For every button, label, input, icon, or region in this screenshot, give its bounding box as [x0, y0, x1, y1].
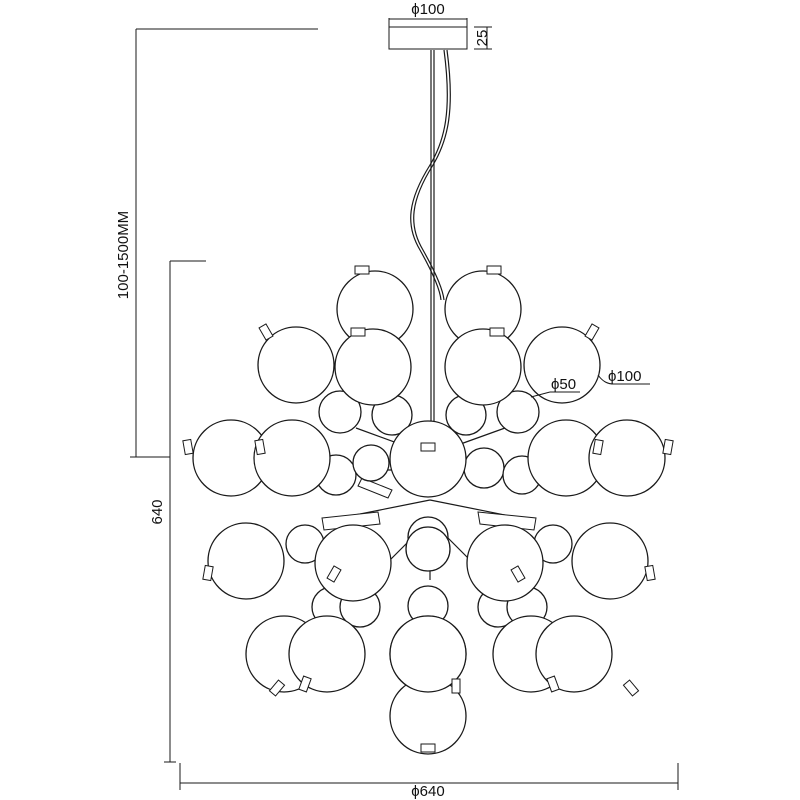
socket-cap — [258, 323, 274, 341]
small-globe — [352, 444, 390, 482]
overall-diameter-label: ϕ640 — [411, 783, 444, 800]
large-globe — [389, 615, 467, 693]
suspension-cable — [410, 49, 451, 425]
large-globe — [523, 326, 601, 404]
socket-cap — [662, 438, 674, 456]
socket-cap — [268, 679, 286, 697]
socket-cap — [326, 565, 342, 583]
socket-cap — [350, 327, 366, 337]
large-globe — [288, 615, 366, 693]
cable-length-dimension — [130, 28, 318, 458]
small-globe — [318, 390, 362, 434]
socket-cap — [182, 438, 194, 456]
large-globe — [444, 328, 522, 406]
large-globe — [257, 326, 335, 404]
socket-cap — [298, 675, 312, 693]
large-globe — [571, 522, 649, 600]
small-globe-callout — [530, 391, 580, 398]
globe-sockets — [182, 265, 674, 753]
small-globe — [496, 390, 540, 434]
large-globe — [535, 615, 613, 693]
socket-cap — [420, 442, 436, 452]
small-globe — [463, 447, 505, 489]
socket-cap — [592, 438, 604, 456]
small-globe — [405, 526, 451, 572]
large-globe — [334, 328, 412, 406]
socket-cap — [254, 438, 266, 456]
large-globe — [389, 420, 467, 498]
large-globe — [588, 419, 666, 497]
large-globe — [466, 524, 544, 602]
socket-cap — [489, 327, 505, 337]
cable-length-label: 100-1500MM — [115, 211, 132, 299]
socket-cap — [510, 565, 526, 583]
ceiling-canopy — [388, 18, 492, 50]
body-height-label: 640 — [149, 499, 166, 524]
large-globe — [314, 524, 392, 602]
large-globe-diameter-label: ϕ100 — [608, 368, 641, 385]
canopy-diameter-label: ϕ100 — [411, 1, 444, 18]
socket-cap — [546, 675, 560, 693]
canopy-height-label: 25 — [474, 30, 491, 47]
socket-cap — [584, 323, 600, 341]
small-globe-diameter-label: ϕ50 — [551, 376, 576, 393]
socket-cap — [202, 564, 214, 582]
large-globe — [207, 522, 285, 600]
socket-cap — [354, 265, 370, 275]
overall-diameter-dimension — [179, 763, 679, 790]
socket-cap — [622, 679, 640, 697]
large-globe-callout — [597, 374, 650, 385]
body-height-dimension — [164, 260, 206, 763]
socket-cap — [451, 678, 461, 694]
socket-cap — [644, 564, 656, 582]
large-globe — [253, 419, 331, 497]
socket-cap — [486, 265, 502, 275]
socket-cap — [420, 743, 436, 753]
